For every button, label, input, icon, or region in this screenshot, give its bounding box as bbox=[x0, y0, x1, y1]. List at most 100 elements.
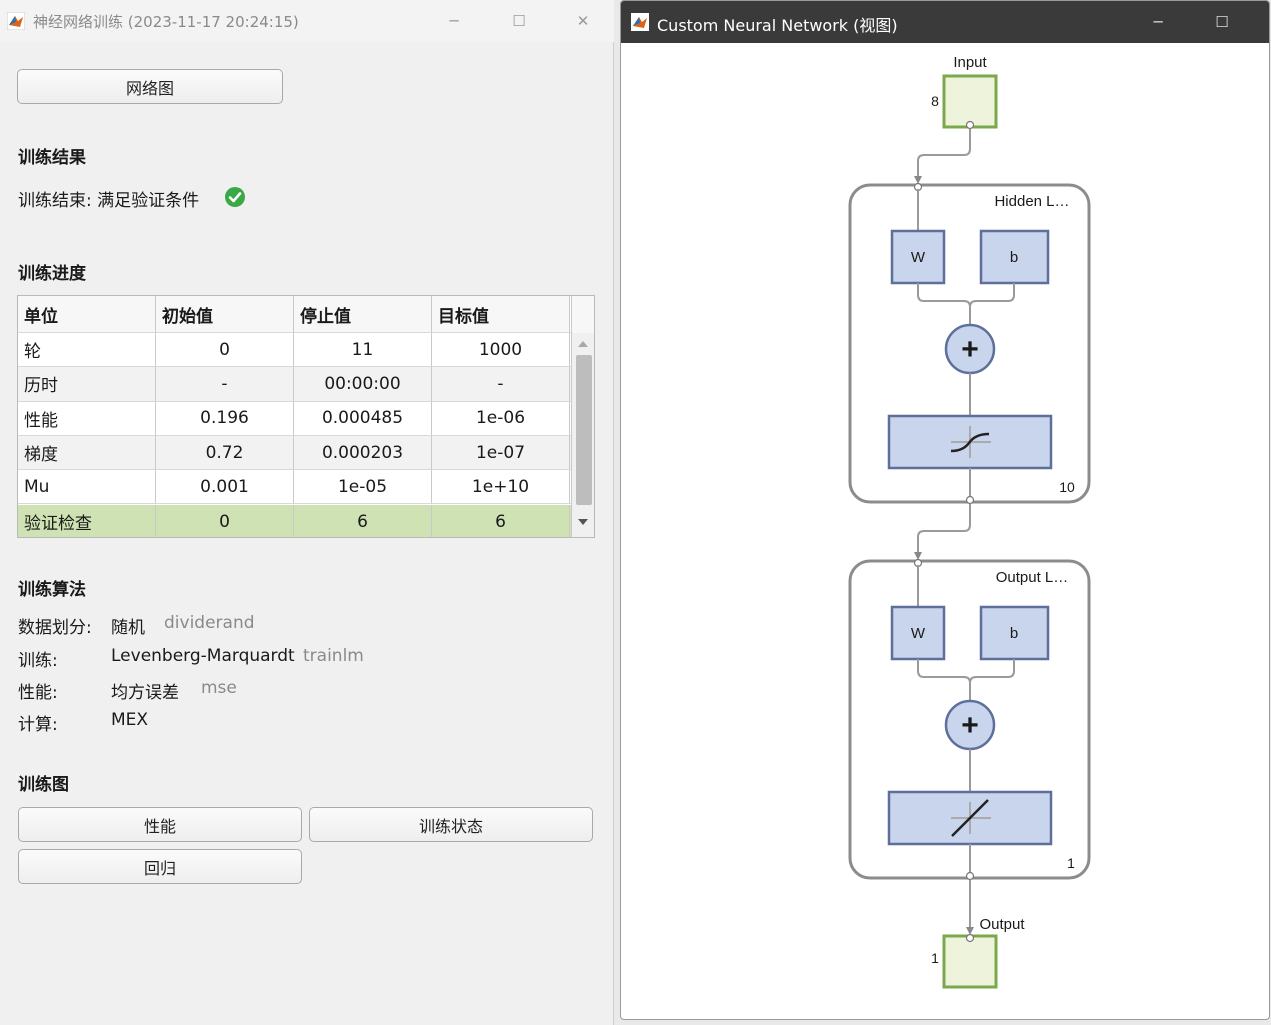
scroll-down-icon[interactable] bbox=[578, 519, 588, 525]
matlab-app-icon bbox=[631, 13, 649, 31]
regression-plot-button[interactable]: 回归 bbox=[18, 849, 302, 884]
table-row: 性能 0.196 0.000485 1e-06 bbox=[18, 401, 571, 436]
table-cell: 0.72 bbox=[156, 435, 294, 470]
table-cell: 性能 bbox=[18, 401, 156, 435]
input-label: Input bbox=[953, 54, 987, 71]
layer-connector bbox=[917, 504, 971, 557]
check-circle-icon bbox=[225, 187, 245, 207]
table-cell: 11 bbox=[294, 333, 432, 367]
hidden-connector bbox=[969, 283, 1015, 308]
algo-label-division: 数据划分: bbox=[18, 618, 92, 638]
table-cell: 0.196 bbox=[156, 401, 294, 435]
maximize-icon[interactable]: ☐ bbox=[1215, 13, 1229, 31]
column-header: 停止值 bbox=[294, 296, 432, 332]
title-bar[interactable]: Custom Neural Network (视图) ─ ☐ bbox=[621, 1, 1269, 43]
arrowhead-icon bbox=[966, 927, 974, 935]
training-status-text: 训练结束: 满足验证条件 bbox=[18, 191, 200, 211]
algo-value-calculation: MEX bbox=[111, 710, 149, 730]
table-cell: 1e-07 bbox=[432, 435, 570, 470]
table-header-row: 单位 初始值 停止值 目标值 bbox=[18, 296, 571, 333]
table-cell: - bbox=[156, 367, 294, 401]
table-cell: - bbox=[432, 367, 570, 401]
table-cell: 00:00:00 bbox=[294, 367, 432, 401]
results-heading: 训练结果 bbox=[18, 148, 86, 168]
table-cell: 0 bbox=[156, 333, 294, 367]
algo-label-performance: 性能: bbox=[18, 683, 58, 703]
training-state-plot-button[interactable]: 训练状态 bbox=[309, 807, 593, 842]
input-connector bbox=[917, 129, 971, 181]
purelin-icon bbox=[951, 799, 991, 837]
window-title: 神经网络训练 (2023-11-17 20:24:15) bbox=[33, 13, 299, 31]
input-size-label: 8 bbox=[931, 93, 939, 109]
arrowhead-icon bbox=[914, 552, 922, 560]
table-cell: Mu bbox=[18, 470, 156, 504]
output-layer-output-port bbox=[965, 871, 975, 881]
table-cell: 0.000203 bbox=[294, 435, 432, 470]
plots-heading: 训练图 bbox=[18, 775, 69, 795]
hidden-weight-block bbox=[890, 229, 946, 285]
hidden-weight-label: W bbox=[911, 249, 926, 266]
table-scrollbar[interactable] bbox=[571, 333, 594, 537]
column-header: 目标值 bbox=[432, 296, 570, 332]
window-title: Custom Neural Network (视图) bbox=[657, 16, 898, 35]
tansig-icon bbox=[950, 426, 991, 458]
table-cell: 轮 bbox=[18, 333, 156, 367]
table-row: Mu 0.001 1e-05 1e+10 bbox=[18, 470, 571, 505]
arrowhead-icon bbox=[914, 176, 922, 184]
table-cell: 0.001 bbox=[156, 470, 294, 504]
output-connector bbox=[969, 659, 1015, 684]
table-cell: 6 bbox=[294, 504, 432, 537]
algo-value-training: Levenberg-Marquardt bbox=[111, 646, 295, 666]
column-header: 单位 bbox=[18, 296, 156, 332]
algo-label-calculation: 计算: bbox=[18, 715, 58, 735]
sum-icon: + bbox=[961, 333, 979, 366]
sum-icon: + bbox=[961, 709, 979, 742]
column-header: 初始值 bbox=[156, 296, 294, 332]
algorithms-heading: 训练算法 bbox=[18, 580, 86, 600]
performance-plot-button[interactable]: 性能 bbox=[18, 807, 302, 842]
matlab-app-icon bbox=[7, 12, 25, 30]
table-cell: 6 bbox=[432, 504, 570, 537]
hidden-size-label: 10 bbox=[1059, 479, 1075, 495]
output-size-label: 1 bbox=[931, 950, 939, 966]
output-node bbox=[942, 934, 998, 989]
hidden-output-port bbox=[965, 495, 975, 505]
table-cell: 0 bbox=[156, 504, 294, 537]
output-layer-label: Output L… bbox=[996, 569, 1069, 586]
table-cell: 验证检查 bbox=[18, 504, 156, 537]
network-view-button[interactable]: 网络图 bbox=[17, 69, 283, 104]
network-diagram: Input 8 Hidden L… W b + 10 O bbox=[848, 54, 1091, 989]
algo-value-division: 随机 bbox=[111, 618, 145, 638]
output-weight-label: W bbox=[911, 625, 926, 642]
algo-fn-training: trainlm bbox=[303, 646, 364, 666]
network-view-window: Custom Neural Network (视图) ─ ☐ Input 8 H… bbox=[620, 0, 1270, 1020]
table-row: 轮 0 11 1000 bbox=[18, 333, 571, 368]
table-cell: 0.000485 bbox=[294, 401, 432, 435]
table-row: 梯度 0.72 0.000203 1e-07 bbox=[18, 435, 571, 471]
table-cell: 1000 bbox=[432, 333, 570, 367]
scrollbar-thumb[interactable] bbox=[576, 355, 592, 505]
minimize-icon[interactable]: ─ bbox=[1153, 13, 1163, 31]
output-layer-size-label: 1 bbox=[1067, 855, 1075, 871]
hidden-bias-block bbox=[979, 229, 1050, 285]
input-node bbox=[942, 74, 998, 129]
algo-fn-performance: mse bbox=[201, 678, 237, 698]
progress-table: 单位 初始值 停止值 目标值 轮 0 11 1000 历时 - 00:00:00… bbox=[17, 295, 595, 538]
table-cell: 历时 bbox=[18, 367, 156, 401]
maximize-icon[interactable]: ☐ bbox=[512, 12, 526, 30]
table-cell: 1e+10 bbox=[432, 470, 570, 504]
minimize-icon[interactable]: ─ bbox=[449, 12, 459, 30]
scrollbar-header-spacer bbox=[571, 296, 594, 333]
close-icon[interactable]: ✕ bbox=[576, 12, 590, 30]
input-port bbox=[965, 120, 975, 130]
output-bias-label: b bbox=[1010, 625, 1018, 642]
algo-label-training: 训练: bbox=[18, 651, 58, 671]
table-row-validation: 验证检查 0 6 6 bbox=[18, 504, 571, 537]
algo-fn-division: dividerand bbox=[164, 613, 255, 633]
output-bias-block bbox=[979, 605, 1050, 661]
output-port bbox=[965, 933, 975, 943]
table-cell: 1e-06 bbox=[432, 401, 570, 435]
scroll-up-icon[interactable] bbox=[578, 341, 588, 347]
title-bar[interactable]: 神经网络训练 (2023-11-17 20:24:15) ─ ☐ ✕ bbox=[0, 0, 614, 42]
table-row: 历时 - 00:00:00 - bbox=[18, 367, 571, 402]
